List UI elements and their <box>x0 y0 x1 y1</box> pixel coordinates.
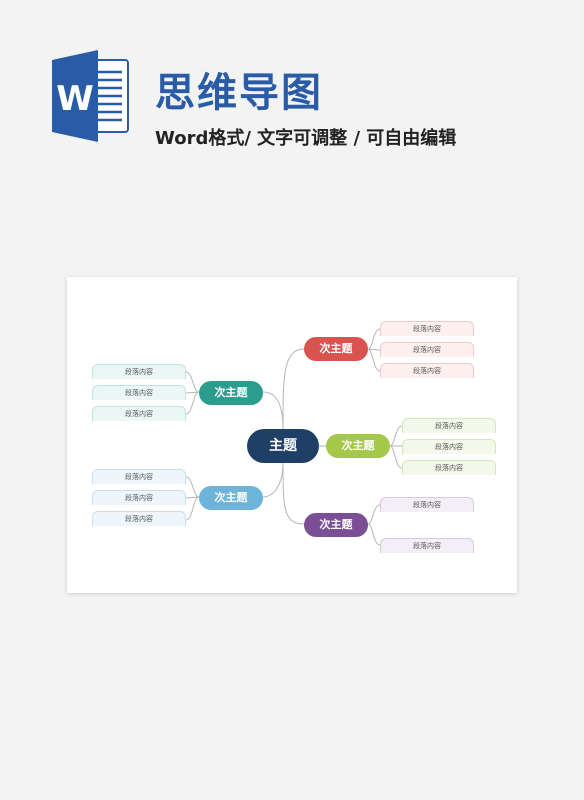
leaf-left-top-3[interactable]: 段落内容 <box>92 406 186 421</box>
leaf-left-bottom-1[interactable]: 段落内容 <box>92 469 186 484</box>
leaf-right-bottom-1[interactable]: 段落内容 <box>380 497 474 512</box>
leaf-right-top-1[interactable]: 段落内容 <box>380 321 474 336</box>
leaf-right-middle-2[interactable]: 段落内容 <box>402 439 496 454</box>
leaf-left-top-1[interactable]: 段落内容 <box>92 364 186 379</box>
leaf-right-top-2[interactable]: 段落内容 <box>380 342 474 357</box>
logo-letter: W <box>56 79 94 119</box>
mindmap-card: 主题 次主题 段落内容 段落内容 段落内容 次主题 段落内容 段落内容 段落内容… <box>67 277 517 593</box>
page-subtitle: Word格式/ 文字可调整 / 可自由编辑 <box>155 128 457 149</box>
connector-lines <box>185 328 403 546</box>
leaf-left-bottom-2[interactable]: 段落内容 <box>92 490 186 505</box>
subtopic-right-bottom[interactable]: 次主题 <box>304 513 368 537</box>
leaf-right-middle-1[interactable]: 段落内容 <box>402 418 496 433</box>
leaf-left-bottom-3[interactable]: 段落内容 <box>92 511 186 526</box>
leaf-left-top-2[interactable]: 段落内容 <box>92 385 186 400</box>
word-logo-icon: W <box>52 50 130 142</box>
subtopic-right-top[interactable]: 次主题 <box>304 337 368 361</box>
subtopic-left-bottom[interactable]: 次主题 <box>199 486 263 510</box>
leaf-right-middle-3[interactable]: 段落内容 <box>402 460 496 475</box>
subtopic-right-middle[interactable]: 次主题 <box>326 434 390 458</box>
leaf-right-top-3[interactable]: 段落内容 <box>380 363 474 378</box>
leaf-right-bottom-2[interactable]: 段落内容 <box>380 538 474 553</box>
subtopic-left-top[interactable]: 次主题 <box>199 381 263 405</box>
page-title: 思维导图 <box>155 70 323 116</box>
central-topic[interactable]: 主题 <box>247 429 319 463</box>
